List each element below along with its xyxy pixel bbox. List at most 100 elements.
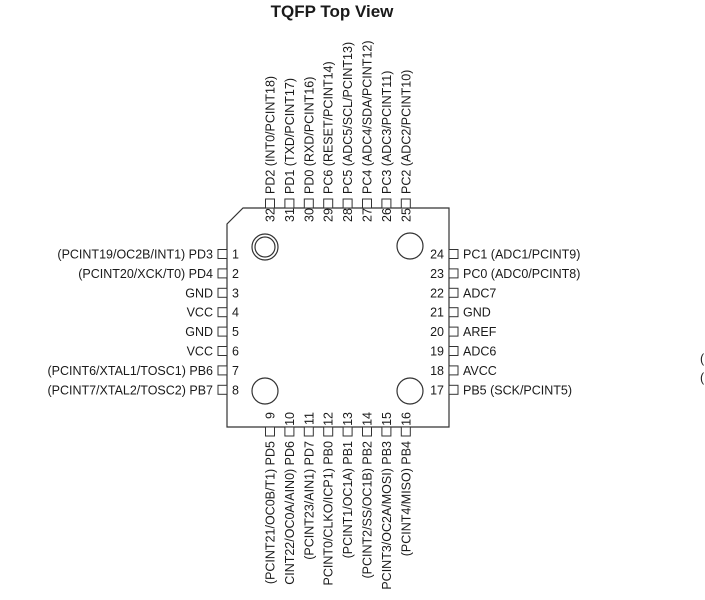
pin-pad xyxy=(217,365,228,376)
corner-mark-bottom-right xyxy=(396,377,424,405)
pin-number: 20 xyxy=(430,325,444,339)
pin-label: PC4 (ADC4/SDA/PCINT12) xyxy=(361,40,375,194)
pin-number: 22 xyxy=(430,286,444,300)
pin-label: PCINT0/CLKO/ICP1) PB0 xyxy=(322,441,336,586)
edge-fragment: ( xyxy=(700,352,705,366)
pin-number: 25 xyxy=(399,208,413,222)
pin-pad xyxy=(217,249,228,259)
pin-number: 27 xyxy=(361,208,375,222)
pin-pad xyxy=(448,326,459,337)
pin-number: 16 xyxy=(399,412,413,426)
pin-pad xyxy=(323,426,334,437)
pin-pad xyxy=(448,384,459,395)
pin-label: PC6 (RESET/PCINT14) xyxy=(322,61,336,194)
pin-number: 29 xyxy=(322,208,336,222)
pin-number: 10 xyxy=(283,412,297,426)
pin-pad xyxy=(448,346,459,356)
pin-number: 23 xyxy=(430,267,444,281)
pin-label: PD0 (RXD/PCINT16) xyxy=(302,77,316,194)
pin-pad xyxy=(400,198,411,209)
pin-label: (PCINT1/OC1A) PB1 xyxy=(341,441,355,558)
pin-pad xyxy=(217,287,228,298)
pin-pad xyxy=(284,198,295,209)
pin-pad xyxy=(381,426,392,437)
pin-pad xyxy=(217,384,228,395)
pin-pad xyxy=(265,426,275,437)
pin-label: CINT22/OC0A/AIN0) PD6 xyxy=(283,441,297,585)
pin-pad xyxy=(448,307,459,318)
pin-pad xyxy=(303,426,314,437)
pin-number: 32 xyxy=(264,208,278,222)
pin-group: 1 (PCINT19/OC2B/INT1) PD3 2 (PCINT20/XCK/T0… xyxy=(47,40,580,589)
pin-number: 26 xyxy=(380,208,394,222)
pin-label: (PCINT19/OC2B/INT1) PD3 xyxy=(57,248,213,262)
pin-pad xyxy=(448,249,459,259)
corner-mark-bottom-left xyxy=(251,377,279,405)
edge-fragment: ( xyxy=(700,371,705,385)
pin-pad xyxy=(448,287,459,298)
pin-label: PC5 (ADC5/SCL/PCINT13) xyxy=(341,42,355,194)
pin-pad xyxy=(217,268,228,279)
pin-label: VCC xyxy=(187,306,213,320)
pin-label: (PCINT6/XTAL1/TOSC1) PB6 xyxy=(47,364,213,378)
pin-label: PD2 (INT0/PCINT18) xyxy=(264,76,278,194)
pin-pad xyxy=(448,268,459,279)
pin-number: 2 xyxy=(232,267,239,281)
pin-number: 5 xyxy=(232,325,239,339)
pin-pad xyxy=(217,307,228,318)
pin-pad xyxy=(342,198,353,209)
pin-number: 4 xyxy=(232,306,239,320)
pin-label: AVCC xyxy=(463,364,497,378)
pin1-marker-inner xyxy=(254,236,276,258)
pin-number: 30 xyxy=(302,208,316,222)
pin-label: GND xyxy=(185,325,213,339)
pin-number: 14 xyxy=(361,412,375,426)
pin-label: (PCINT2/SS/OC1B) PB2 xyxy=(361,441,375,579)
pin-label: PC2 (ADC2/PCINT10) xyxy=(399,70,413,194)
pin-number: 17 xyxy=(430,383,444,397)
pin-label: PB5 (SCK/PCINT5) xyxy=(463,383,572,397)
pin-label: PC0 (ADC0/PCINT8) xyxy=(463,267,580,281)
chip-package-body xyxy=(226,207,450,428)
pin-label: (PCINT20/XCK/T0) PD4 xyxy=(78,267,213,281)
pin-label: (PCINT23/AIN1) PD7 xyxy=(302,441,316,560)
pin-label: ADC7 xyxy=(463,286,496,300)
pin-label: VCC xyxy=(187,345,213,359)
pin-number: 1 xyxy=(232,248,239,262)
pin-number: 8 xyxy=(232,383,239,397)
pin-pad xyxy=(400,426,411,437)
pin-number: 9 xyxy=(264,412,278,419)
pin-pad xyxy=(362,426,372,437)
pin-number: 15 xyxy=(380,412,394,426)
pin-number: 28 xyxy=(341,208,355,222)
pin-label: PC1 (ADC1/PCINT9) xyxy=(463,248,580,262)
pin-label: PC3 (ADC3/PCINT11) xyxy=(380,71,394,194)
pin-pad xyxy=(265,198,275,209)
pin-number: 13 xyxy=(341,412,355,426)
pin-label: (PCINT21/OC0B/T1) PD5 xyxy=(264,441,278,584)
pin-number: 19 xyxy=(430,345,444,359)
pin-label: PCINT3/OC2A/MOSI) PB3 xyxy=(380,441,394,590)
pin-number: 6 xyxy=(232,345,239,359)
pin-pad xyxy=(303,198,314,209)
pin-number: 11 xyxy=(302,412,316,425)
pin-pad xyxy=(284,426,295,437)
pin-label: (PCINT7/XTAL2/TOSC2) PB7 xyxy=(47,383,213,397)
pin-pad xyxy=(323,198,334,209)
pin-number: 21 xyxy=(430,306,444,320)
pin-number: 3 xyxy=(232,286,239,300)
diagram-title: TQFP Top View xyxy=(271,2,395,21)
pin-label: GND xyxy=(463,306,491,320)
pin-number: 31 xyxy=(283,208,297,222)
pin-pad xyxy=(217,326,228,337)
pin-number: 24 xyxy=(430,248,444,262)
pin-number: 7 xyxy=(232,364,239,378)
pin-pad xyxy=(342,426,353,437)
pin-pad xyxy=(217,346,228,356)
pin-pad xyxy=(362,198,372,209)
pin-label: GND xyxy=(185,286,213,300)
pin-label: PD1 (TXD/PCINT17) xyxy=(283,78,297,194)
pin-number: 18 xyxy=(430,364,444,378)
pin-label: (PCINT4/MISO) PB4 xyxy=(399,441,413,556)
